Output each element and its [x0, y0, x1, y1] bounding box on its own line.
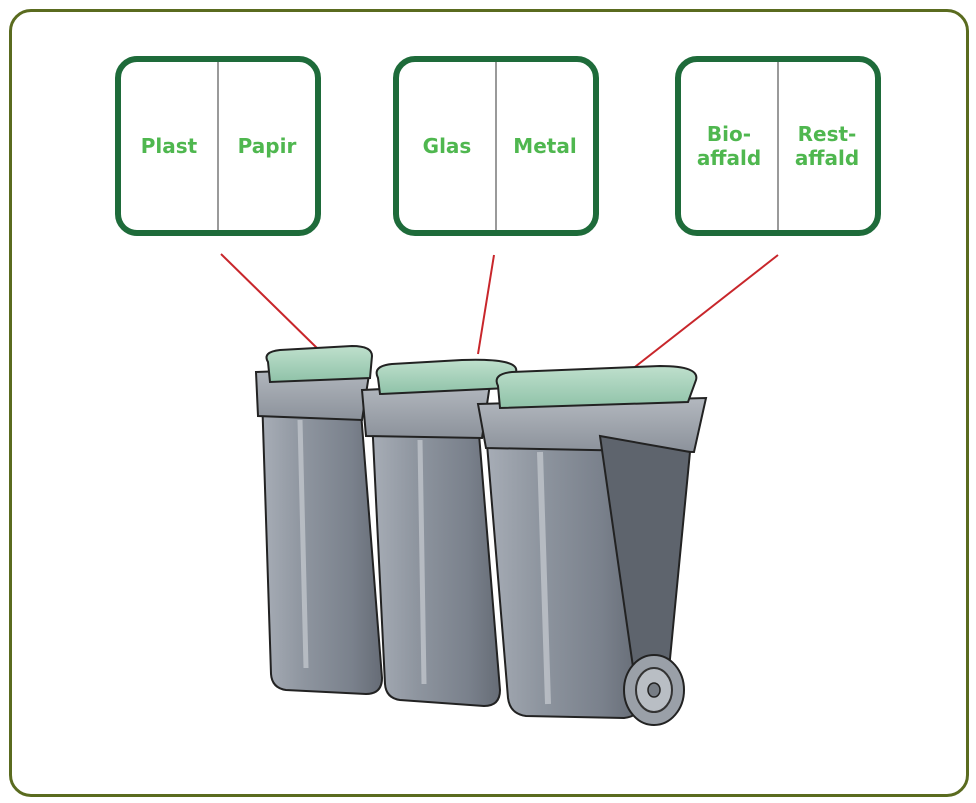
wheel: [624, 655, 684, 725]
connector-line-3: [631, 255, 778, 370]
connector-line-2: [478, 255, 494, 354]
connector-line-1: [221, 254, 319, 350]
